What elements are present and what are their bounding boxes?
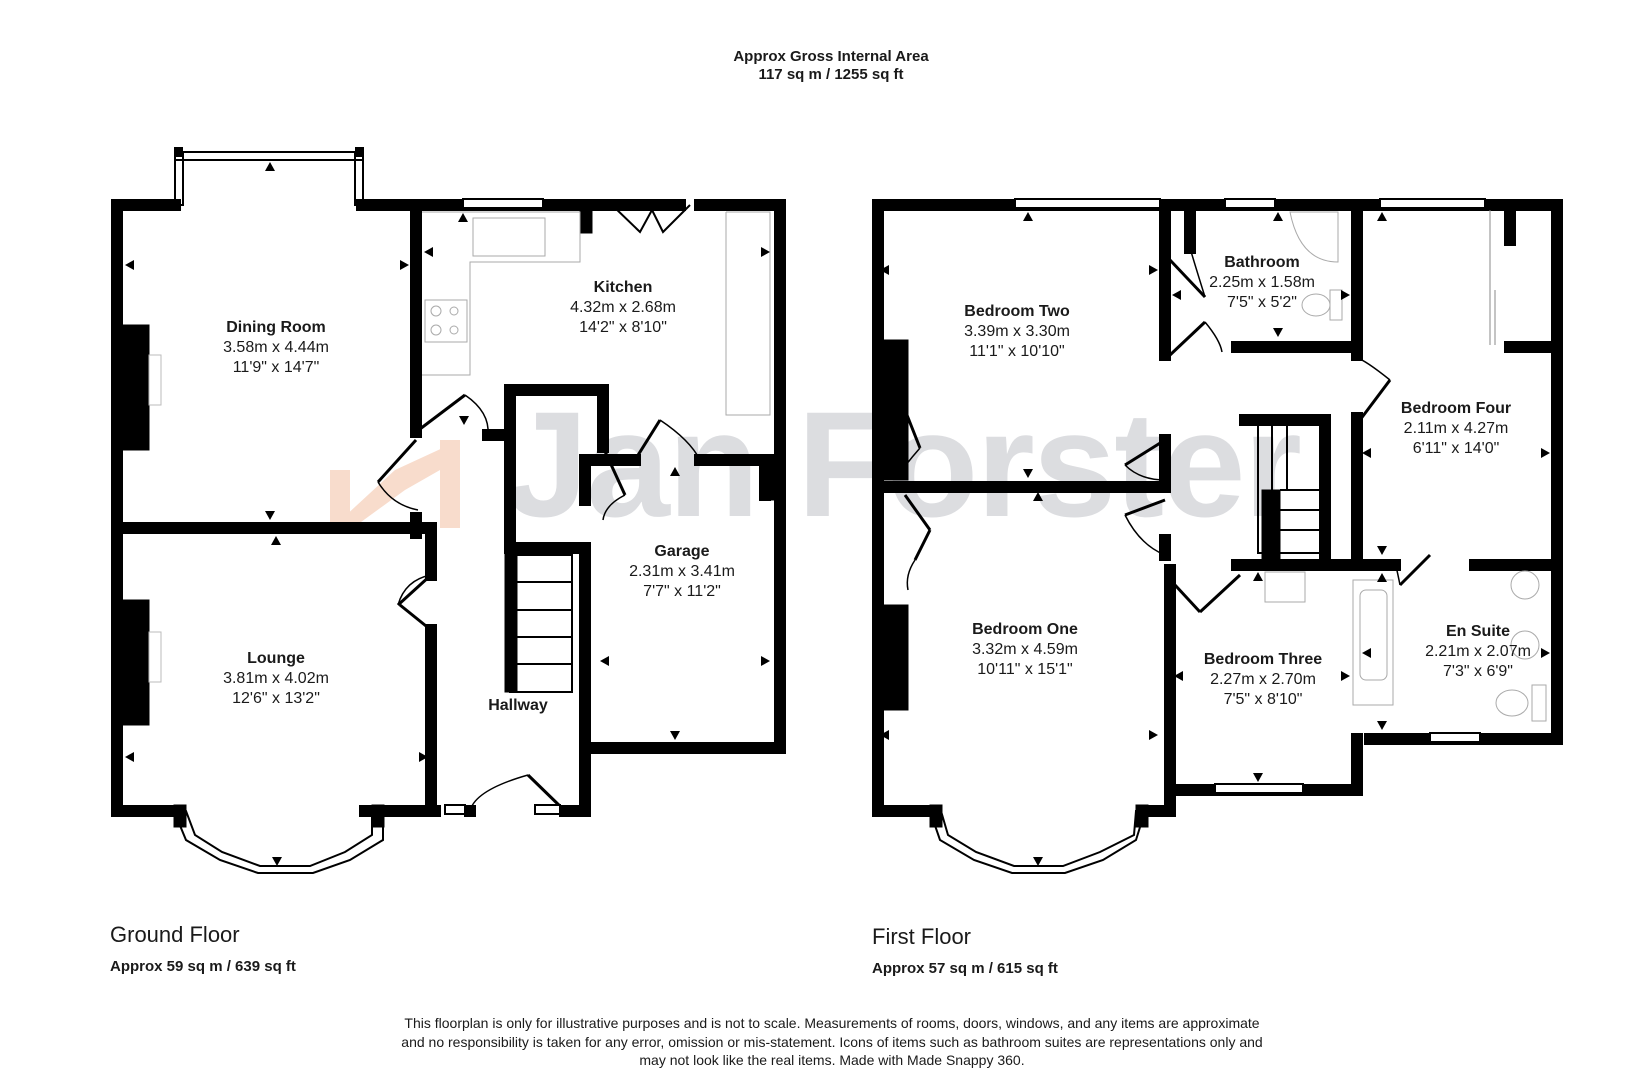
disclaimer-line-1: This floorplan is only for illustrative … [404,1015,1260,1031]
room-imperial: 11'9" x 14'7" [232,359,320,376]
room-garage: Garage 2.31m x 3.41m 7'7" x 11'2" [629,542,735,602]
room-bedroom-one: Bedroom One 3.32m x 4.59m 10'11" x 15'1" [972,620,1078,680]
room-imperial: 7'3" x 6'9" [1443,663,1513,680]
room-metric: 2.11m x 4.27m [1403,420,1509,437]
first-floor-area: Approx 57 sq m / 615 sq ft [872,960,1058,977]
room-metric: 2.21m x 2.07m [1425,643,1531,660]
room-bathroom: Bathroom 2.25m x 1.58m 7'5" x 5'2" [1209,253,1315,313]
room-metric: 4.32m x 2.68m [570,299,676,316]
room-bedroom-two: Bedroom Two 3.39m x 3.30m 11'1" x 10'10" [964,302,1070,362]
room-imperial: 11'1" x 10'10" [969,343,1065,360]
room-imperial: 12'6" x 13'2" [232,690,320,707]
room-imperial: 6'11" x 14'0" [1412,440,1500,457]
room-hallway: Hallway [488,696,548,716]
first-floor-title: First Floor [872,924,971,949]
room-lounge: Lounge 3.81m x 4.02m 12'6" x 13'2" [223,649,329,709]
room-imperial: 7'5" x 8'10" [1223,691,1303,708]
room-name: Bedroom Three [1203,651,1323,668]
house-outline-icon [330,440,460,530]
room-name: Garage [654,543,710,560]
first-floor-plan [872,198,1563,874]
room-name: Bathroom [1224,254,1300,271]
ground-floor-title: Ground Floor [110,922,240,947]
room-name: Dining Room [226,319,326,336]
room-metric: 3.39m x 3.30m [964,323,1070,340]
room-name: Lounge [247,650,305,667]
room-name: Hallway [488,697,548,714]
room-bedroom-three: Bedroom Three 2.27m x 2.70m 7'5" x 8'10" [1204,650,1322,710]
room-metric: 2.31m x 3.41m [629,563,735,580]
room-name: Bedroom One [972,621,1078,638]
room-en-suite: En Suite 2.21m x 2.07m 7'3" x 6'9" [1425,622,1531,682]
room-metric: 3.58m x 4.44m [223,339,329,356]
room-metric: 3.81m x 4.02m [223,670,329,687]
room-metric: 2.27m x 2.70m [1210,671,1316,688]
disclaimer-line-3: may not look like the real items. Made w… [639,1052,1025,1068]
room-bedroom-four: Bedroom Four 2.11m x 4.27m 6'11" x 14'0" [1401,399,1511,459]
room-dining-room: Dining Room 3.58m x 4.44m 11'9" x 14'7" [223,318,329,378]
room-imperial: 7'7" x 11'2" [643,583,721,600]
room-name: Bedroom Two [964,303,1070,320]
gross-area-title: Approx Gross Internal Area [733,48,929,65]
room-imperial: 14'2" x 8'10" [579,319,667,336]
room-imperial: 10'11" x 15'1" [977,661,1073,678]
room-name: Bedroom Four [1400,400,1512,417]
disclaimer: This floorplan is only for illustrative … [300,1014,1364,1070]
room-name: Kitchen [593,279,653,296]
room-name: En Suite [1445,623,1511,640]
room-imperial: 7'5" x 5'2" [1227,294,1297,311]
gross-area-value: 117 sq m / 1255 sq ft [758,66,904,83]
room-kitchen: Kitchen 4.32m x 2.68m 14'2" x 8'10" [570,278,676,338]
gross-area-heading: Approx Gross Internal Area 117 sq m / 12… [0,48,1641,84]
ground-floor-area: Approx 59 sq m / 639 sq ft [110,958,296,975]
room-metric: 3.32m x 4.59m [972,641,1078,658]
ground-floor-plan [111,147,786,874]
disclaimer-line-2: and no responsibility is taken for any e… [401,1033,1263,1050]
room-metric: 2.25m x 1.58m [1209,274,1315,291]
